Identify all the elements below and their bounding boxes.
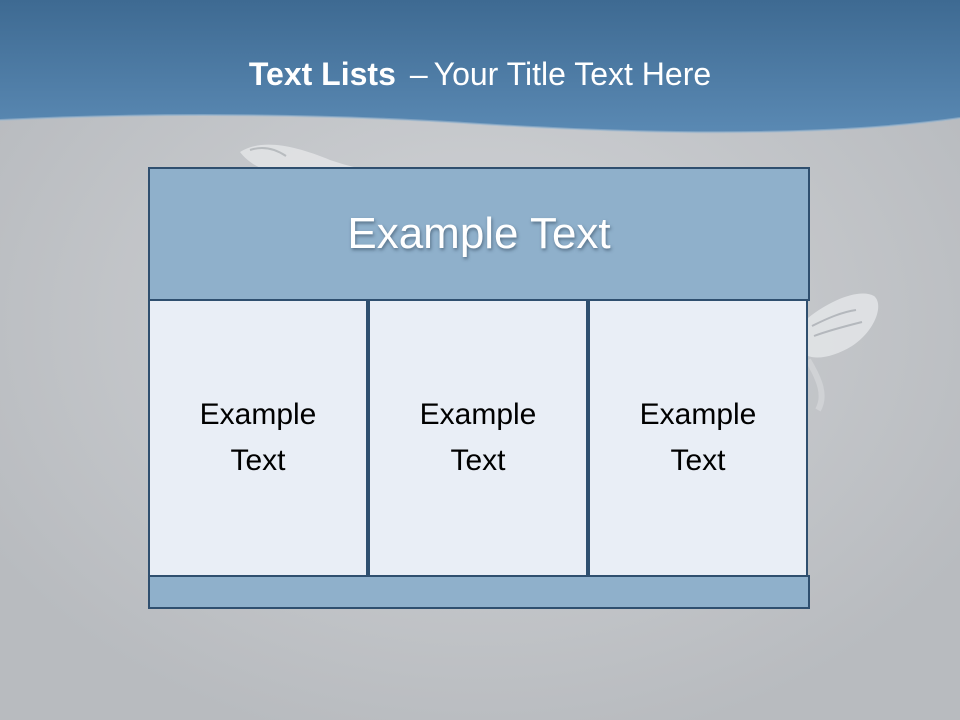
header-text: Example Text bbox=[347, 209, 611, 258]
column-text-1-line2: Text bbox=[230, 444, 286, 477]
slide-title-rest: Your Title Text Here bbox=[433, 56, 712, 92]
header-box: Example Text bbox=[148, 167, 810, 301]
slide-title-bold: Text Lists bbox=[248, 56, 396, 92]
column-box-1: Example Text bbox=[148, 299, 368, 577]
column-text-3-line1: Example bbox=[639, 398, 757, 431]
footer-box bbox=[148, 575, 810, 609]
slide-title-dash: – bbox=[409, 56, 428, 92]
column-text-1-line1: Example bbox=[199, 398, 317, 431]
title-banner bbox=[0, 0, 960, 134]
column-text-2: Example Text bbox=[398, 392, 558, 484]
column-text-3: Example Text bbox=[618, 392, 778, 484]
text-list-diagram: Example Text Example Text Example Text E… bbox=[148, 167, 810, 609]
column-text-2-line2: Text bbox=[450, 444, 506, 477]
column-text-2-line1: Example bbox=[419, 398, 537, 431]
column-text-3-line2: Text bbox=[670, 444, 726, 477]
slide-title: Text Lists–Your Title Text Here bbox=[0, 52, 960, 96]
column-box-3: Example Text bbox=[588, 299, 808, 577]
column-text-1: Example Text bbox=[178, 392, 338, 484]
column-box-2: Example Text bbox=[368, 299, 588, 577]
